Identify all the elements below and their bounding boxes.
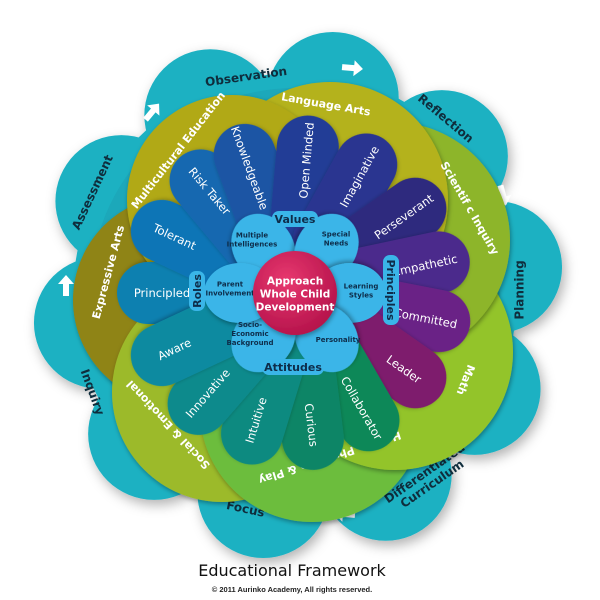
category-label: Values xyxy=(275,213,316,226)
petal-label: Curious xyxy=(302,403,321,448)
core-label-line: Approach xyxy=(267,276,323,288)
category-label: Attitudes xyxy=(264,361,322,374)
petal-label: Open Minded xyxy=(296,122,317,199)
inner-petal-label-line: Involvement xyxy=(205,290,255,298)
core-label-line: Whole Child xyxy=(260,289,331,301)
inner-petal-label-line: Background xyxy=(226,339,273,347)
cycle-arrow-icon xyxy=(341,60,363,77)
category-pill xyxy=(383,255,399,325)
inner-petal-label-line: Special xyxy=(322,231,350,239)
diagram-title: Educational Framework xyxy=(198,561,386,580)
inner-petal-label-line: Multiple xyxy=(236,232,269,240)
cycle-label-planning-line: Planning xyxy=(513,260,527,319)
inner-petal-label-line: Intelligences xyxy=(227,241,278,249)
inner-petal-label-line: Socio- xyxy=(238,321,262,329)
category-label: Roles xyxy=(191,274,204,308)
copyright-notice: © 2011 Aurinko Academy, All rights reser… xyxy=(212,585,372,594)
inner-petal-label-line: Economic xyxy=(231,330,268,338)
cycle-arrow-icon xyxy=(143,103,160,122)
cycle-arrow-icon xyxy=(58,275,74,296)
inner-petal-label-line: Needs xyxy=(324,240,349,248)
inner-petal-label-line: Personality xyxy=(316,336,361,344)
category-label: Principles xyxy=(384,259,397,320)
inner-petal-label: Personality xyxy=(316,336,361,344)
core-circle-shape xyxy=(253,251,337,335)
category-values: Values xyxy=(272,211,318,227)
category-roles: Roles xyxy=(189,271,205,311)
category-pill xyxy=(189,271,205,311)
petal-label: Principled xyxy=(134,286,190,300)
category-pill xyxy=(262,359,324,375)
core-label-line: Development xyxy=(256,302,335,314)
cycle-label-planning: Planning xyxy=(513,260,527,319)
category-pill xyxy=(272,211,318,227)
inner-petal-label-line: Learning xyxy=(344,283,379,291)
inner-petal-label-line: Styles xyxy=(349,292,373,300)
inner-petal-label-line: Parent xyxy=(217,281,244,289)
category-principles: Principles xyxy=(383,255,399,325)
category-attitudes: Attitudes xyxy=(262,359,324,375)
